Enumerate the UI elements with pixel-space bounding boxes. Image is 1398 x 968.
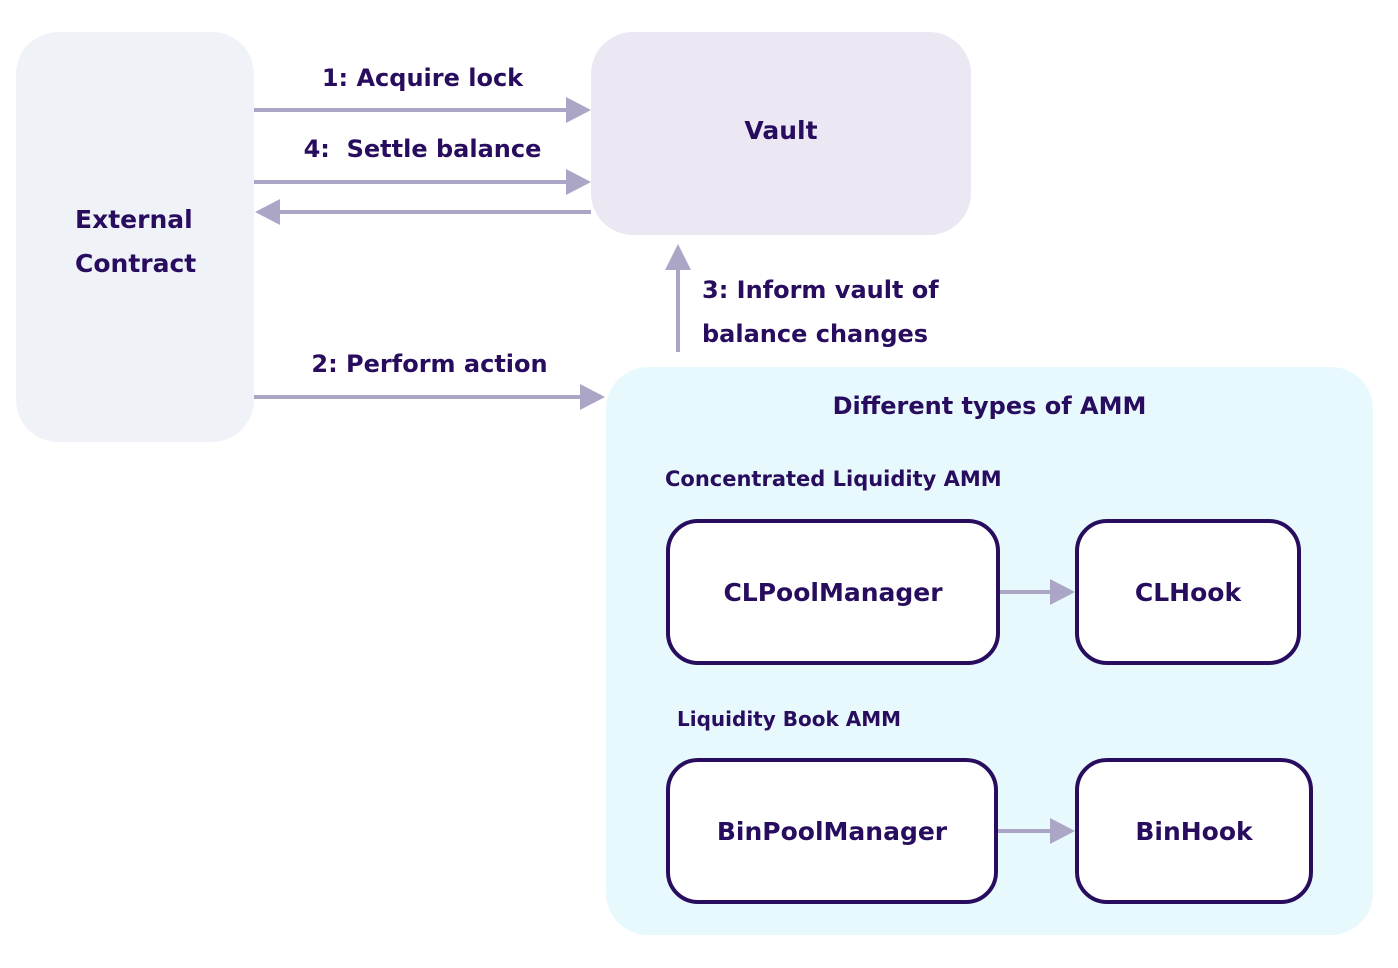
liquidity-book-label: Liquidity Book AMM [677, 707, 902, 731]
binhook-node: BinHook [1075, 758, 1313, 904]
external-contract-label: External Contract [75, 198, 196, 286]
step3-line2: balance changes [702, 320, 929, 348]
external-contract-line1: External [75, 205, 193, 234]
external-contract-box [16, 32, 254, 442]
step4-label: 4: Settle balance [303, 135, 542, 163]
clhook-node: CLHook [1075, 519, 1301, 665]
vault-box [591, 32, 971, 235]
arrow-perform-action [254, 384, 605, 410]
arrow-acquire-lock [254, 97, 591, 123]
step3-label: 3: Inform vault of balance changes [702, 268, 939, 356]
clpoolmanager-node: CLPoolManager [666, 519, 1000, 665]
step1-label: 1: Acquire lock [321, 64, 524, 92]
external-contract-line2: Contract [75, 249, 197, 278]
arrow-inform-vault [665, 244, 691, 352]
arrow-settle-balance [254, 169, 591, 195]
binpoolmanager-node: BinPoolManager [666, 758, 998, 904]
step3-line1: 3: Inform vault of [702, 276, 939, 304]
vault-label: Vault [744, 116, 818, 145]
arrow-clpool-to-clhook [998, 579, 1075, 605]
arrow-binpool-to-binhook [996, 818, 1075, 844]
concentrated-liquidity-label: Concentrated Liquidity AMM [665, 467, 1002, 491]
arrow-return-to-external [255, 199, 591, 225]
step2-label: 2: Perform action [311, 350, 548, 378]
amm-title: Different types of AMM [832, 392, 1147, 420]
